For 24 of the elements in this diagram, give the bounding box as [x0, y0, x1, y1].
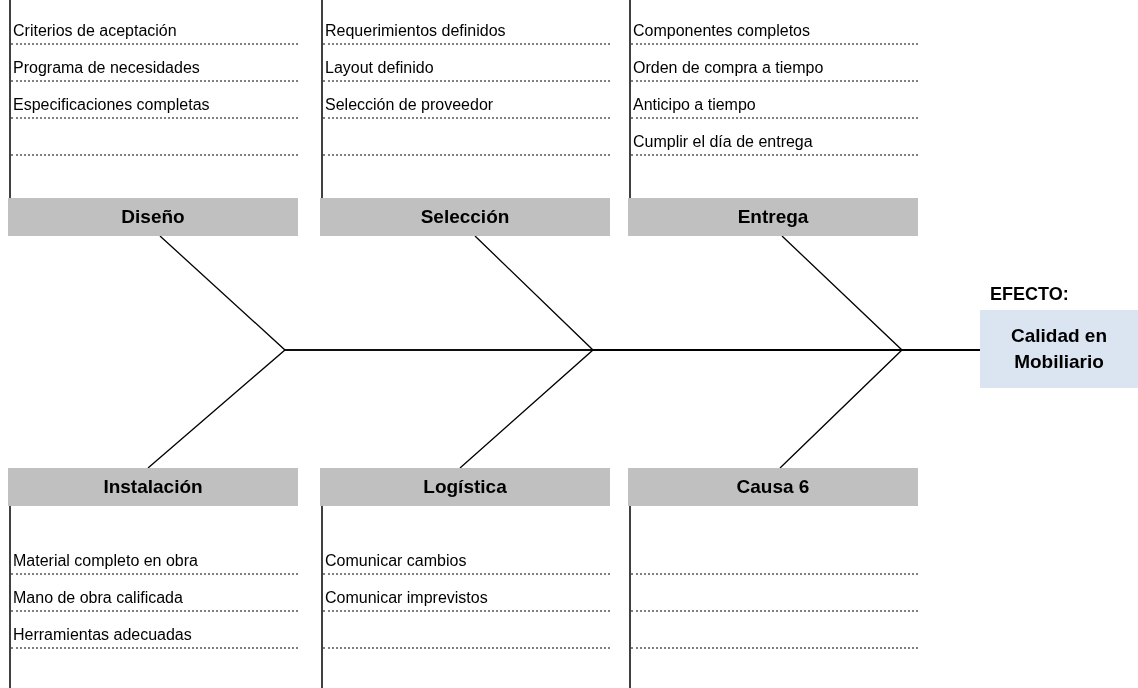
cause-text: Orden de compra a tiempo	[633, 58, 824, 78]
cause-text: Criterios de aceptación	[13, 21, 177, 41]
cause-text: Programa de necesidades	[13, 58, 200, 78]
cause-text: Herramientas adecuadas	[13, 625, 192, 645]
cause-text: Material completo en obra	[13, 551, 198, 571]
category-box: Selección	[320, 198, 610, 236]
cause-text: Cumplir el día de entrega	[633, 132, 813, 152]
category-box: Causa 6	[628, 468, 918, 506]
cause-text: Comunicar cambios	[325, 551, 467, 571]
cause-text: Componentes completos	[633, 21, 810, 41]
cause-text: Mano de obra calificada	[13, 588, 183, 608]
cause-text: Anticipo a tiempo	[633, 95, 756, 115]
category-box: Instalación	[8, 468, 298, 506]
cause-text: Selección de proveedor	[325, 95, 494, 115]
category-box: Logística	[320, 468, 610, 506]
category-box: Entrega	[628, 198, 918, 236]
effect-box: Calidad en Mobiliario	[980, 310, 1138, 388]
cause-text: Especificaciones completas	[13, 95, 210, 115]
cause-text: Comunicar imprevistos	[325, 588, 488, 608]
cause-text: Requerimientos definidos	[325, 21, 506, 41]
cause-text: Layout definido	[325, 58, 434, 78]
fishbone-bone	[779, 349, 981, 469]
category-box: Diseño	[8, 198, 298, 236]
effect-heading: EFECTO:	[990, 283, 1069, 306]
